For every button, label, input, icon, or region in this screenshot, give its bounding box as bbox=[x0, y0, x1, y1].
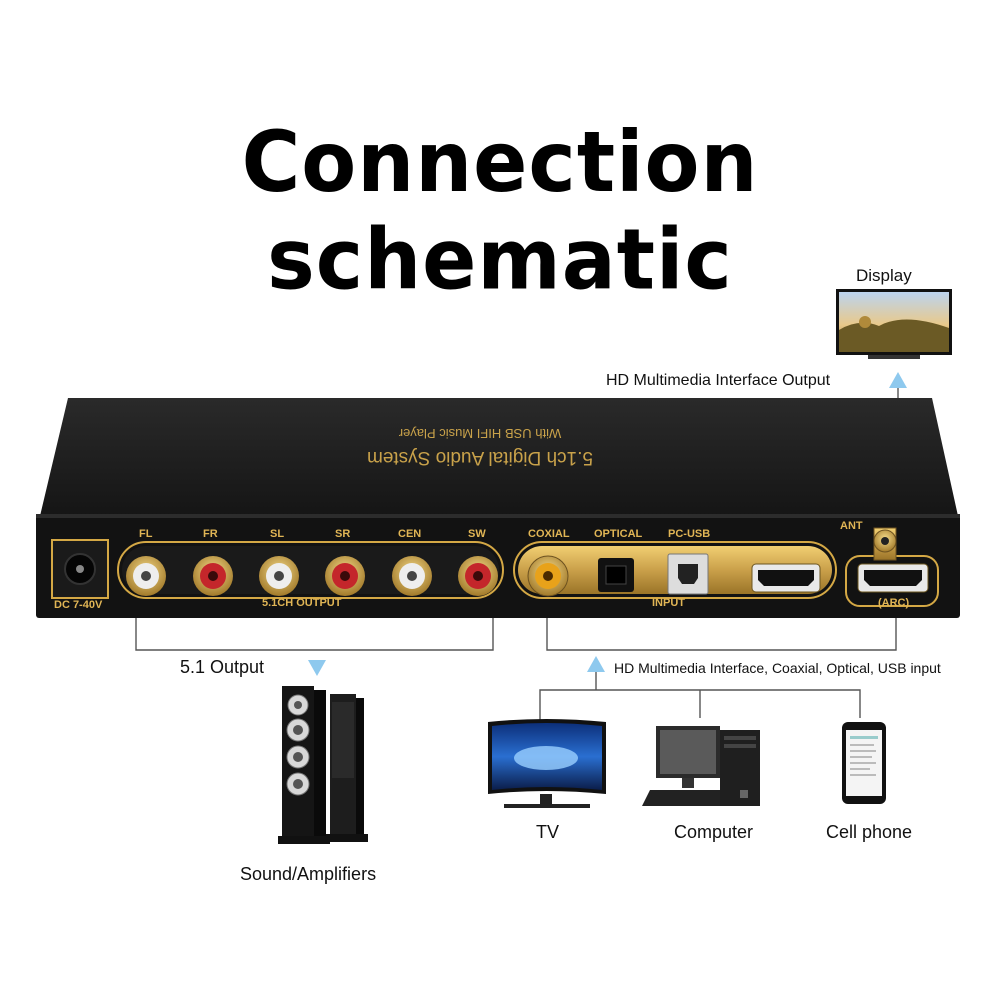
hdmi-output-label: HD Multimedia Interface Output bbox=[606, 372, 831, 389]
computer-icon bbox=[642, 726, 760, 806]
connection-lines bbox=[135, 388, 899, 720]
sound-label: Sound/Amplifiers bbox=[240, 864, 377, 884]
ant-label: ANT bbox=[840, 520, 863, 532]
tv-icon bbox=[488, 719, 606, 808]
dc-label: DC 7-40V bbox=[54, 599, 103, 611]
tv-label: TV bbox=[536, 822, 560, 842]
phone-icon bbox=[842, 722, 886, 804]
channel-label-sl: SL bbox=[270, 528, 285, 540]
inputs-label: HD Multimedia Interface, Coaxial, Optica… bbox=[614, 660, 941, 676]
arc-label: (ARC) bbox=[878, 597, 910, 609]
rca-jack-sr bbox=[325, 556, 365, 596]
audio-device bbox=[36, 398, 960, 618]
antenna-connector bbox=[873, 527, 897, 561]
input-group-label: INPUT bbox=[652, 597, 685, 609]
device-top-face bbox=[40, 398, 958, 516]
display-icon bbox=[836, 289, 952, 359]
input-label-coaxial: COXIAL bbox=[528, 528, 570, 540]
output-group-label: 5.1CH OUTPUT bbox=[262, 597, 342, 609]
channel-label-fl: FL bbox=[139, 528, 153, 540]
input-bracket-line bbox=[546, 618, 897, 651]
output-down-arrow bbox=[308, 660, 326, 676]
page-title: Connection schematic bbox=[241, 113, 759, 309]
input-label-optical: OPTICAL bbox=[594, 528, 643, 540]
output-bracket-line bbox=[135, 618, 494, 651]
optical-port bbox=[598, 558, 634, 592]
channel-label-sr: SR bbox=[335, 528, 351, 540]
input-group-frame bbox=[513, 541, 837, 599]
hdmi-arc-port bbox=[857, 563, 929, 593]
speaker-icon bbox=[278, 686, 368, 844]
rca-jack-cen bbox=[392, 556, 432, 596]
input-up-arrow bbox=[587, 656, 605, 672]
phone-label: Cell phone bbox=[826, 822, 913, 842]
hdmi-input-port bbox=[751, 563, 821, 593]
usb-b-port bbox=[667, 553, 709, 595]
rca-jack-fl bbox=[126, 556, 166, 596]
display-label: Display bbox=[856, 266, 912, 285]
hdmi-output-arrow bbox=[889, 372, 907, 388]
rca-jack-sw bbox=[458, 556, 498, 596]
device-subtitle: With USB HIFI Music Player bbox=[398, 426, 562, 441]
rca-jack-sl bbox=[259, 556, 299, 596]
output-group-frame bbox=[117, 541, 504, 599]
coaxial-jack bbox=[527, 555, 569, 597]
channel-label-fr: FR bbox=[203, 528, 218, 540]
rca-jack-fr bbox=[193, 556, 233, 596]
computer-label: Computer bbox=[674, 822, 754, 842]
channel-label-cen: CEN bbox=[398, 528, 422, 540]
channel-label-sw: SW bbox=[468, 528, 486, 540]
device-model-name: 5.1ch Digital Audio System bbox=[367, 447, 594, 468]
output-51-label: 5.1 Output bbox=[180, 657, 265, 677]
input-label-pc-usb: PC-USB bbox=[668, 528, 711, 540]
